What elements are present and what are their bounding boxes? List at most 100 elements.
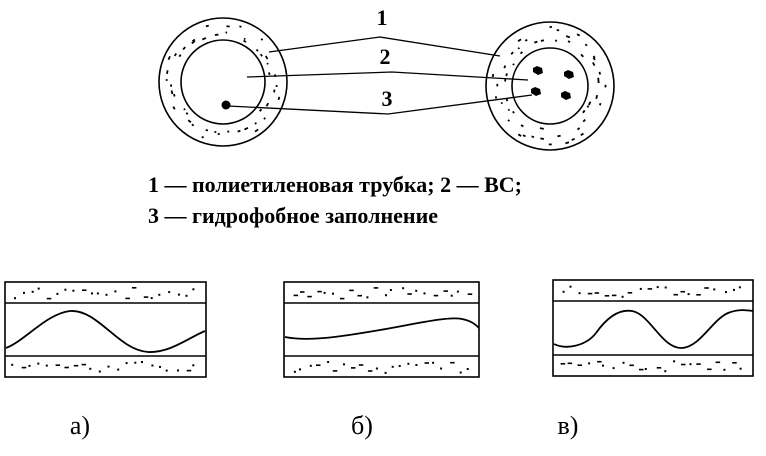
stipple-dot xyxy=(621,295,624,298)
stipple-dot xyxy=(266,62,269,65)
stipple-dot xyxy=(143,296,149,298)
stipple-dot xyxy=(423,292,426,295)
stipple-dot xyxy=(21,366,27,369)
stipple-dot xyxy=(173,93,176,97)
right-tube-outer xyxy=(485,21,615,151)
panel-a: а) xyxy=(4,281,207,440)
stipple-dot xyxy=(226,25,230,28)
stipple-dot xyxy=(131,287,137,289)
stipple-dot xyxy=(569,285,572,288)
stipple-dot xyxy=(602,364,604,367)
stipple-dot xyxy=(644,368,647,370)
stipple-dot xyxy=(739,367,742,370)
stipple-dot xyxy=(549,26,553,28)
panel-a-frame xyxy=(4,281,207,378)
stipple-dot xyxy=(560,363,566,365)
panel-a-fiber-wave xyxy=(5,310,206,353)
legend-line-2: 3 — гидрофобное заполнение xyxy=(148,203,438,228)
stipple-dot xyxy=(186,369,192,372)
stipple-dot xyxy=(459,371,462,374)
stipple-dot xyxy=(28,364,31,367)
stipple-dot xyxy=(141,361,143,363)
stipple-dot xyxy=(443,290,448,292)
stipple-dot xyxy=(673,360,676,363)
stipple-dot xyxy=(167,55,171,61)
stipple-dot xyxy=(96,292,99,295)
stipple-dot xyxy=(507,108,511,111)
stipple-dot xyxy=(576,33,581,37)
stipple-dot xyxy=(598,71,602,75)
stipple-dot xyxy=(293,370,296,373)
stipple-dot xyxy=(183,108,186,111)
stipple-dot xyxy=(398,365,401,367)
stipple-dot xyxy=(357,294,362,297)
stipple-dot xyxy=(82,289,87,291)
stipple-dot xyxy=(37,362,40,365)
stipple-dot xyxy=(681,363,686,366)
stipple-dot xyxy=(172,106,176,110)
stipple-dot xyxy=(358,364,364,366)
panel-a-bottom-stipple xyxy=(11,361,195,373)
stipple-dot xyxy=(166,70,169,75)
stipple-dot xyxy=(265,102,269,107)
stipple-dot xyxy=(351,367,356,369)
stipple-dot xyxy=(689,363,692,366)
stipple-dot xyxy=(592,62,596,67)
stipple-dot xyxy=(201,136,204,139)
stipple-dot xyxy=(307,295,312,298)
stipple-dot xyxy=(31,290,34,293)
stipple-dot xyxy=(565,35,571,39)
stipple-dot xyxy=(14,297,16,300)
stipple-dot xyxy=(11,363,14,366)
stipple-dot xyxy=(375,367,378,370)
left-tube-stipple xyxy=(165,24,281,139)
stipple-dot xyxy=(680,290,685,293)
stipple-dot xyxy=(467,293,473,295)
panel-a-top-stipple xyxy=(14,287,195,300)
stipple-dot xyxy=(494,96,498,99)
stipple-dot xyxy=(150,297,153,300)
stipple-dot xyxy=(517,47,520,50)
stipple-dot xyxy=(571,137,575,141)
stipple-dot xyxy=(733,288,735,291)
panel-c: в) xyxy=(552,279,754,440)
stipple-dot xyxy=(597,79,600,84)
stipple-dot xyxy=(503,65,507,69)
stipple-dot xyxy=(299,368,301,371)
left-fiber xyxy=(221,100,231,110)
stipple-dot xyxy=(373,287,379,289)
stipple-dot xyxy=(534,40,538,44)
stipple-dot xyxy=(565,141,570,145)
stipple-dot xyxy=(165,369,168,372)
stipple-dot xyxy=(656,367,662,369)
stipple-dot xyxy=(254,128,259,133)
stipple-dot xyxy=(37,287,40,290)
stipple-dot xyxy=(517,38,522,42)
stipple-dot xyxy=(391,365,394,368)
panel-c-label: в) xyxy=(558,411,579,440)
stipple-dot xyxy=(531,135,535,139)
stipple-dot xyxy=(56,292,59,295)
stipple-dot xyxy=(275,85,278,87)
legend-line-1: 1 — полиетиленовая трубка; 2 — ВС; xyxy=(148,172,522,197)
stipple-dot xyxy=(500,102,503,105)
stipple-dot xyxy=(578,292,581,295)
stipple-dot xyxy=(125,297,130,300)
stipple-dot xyxy=(385,294,387,297)
stipple-dot xyxy=(173,52,177,57)
stipple-dot xyxy=(151,364,154,367)
stipple-dot xyxy=(512,110,515,114)
stipple-dot xyxy=(316,364,321,366)
stipple-dot xyxy=(165,79,168,81)
leader-line-3 xyxy=(227,94,533,115)
stipple-dot xyxy=(598,102,602,106)
right-fiber-4 xyxy=(561,91,571,100)
panel-b-top-stipple xyxy=(293,287,473,300)
stipple-dot xyxy=(260,38,264,41)
stipple-dot xyxy=(134,361,137,364)
stipple-dot xyxy=(182,46,186,51)
stipple-dot xyxy=(432,361,435,364)
stipple-dot xyxy=(191,40,196,45)
stipple-dot xyxy=(696,363,701,365)
stipple-dot xyxy=(191,38,196,42)
